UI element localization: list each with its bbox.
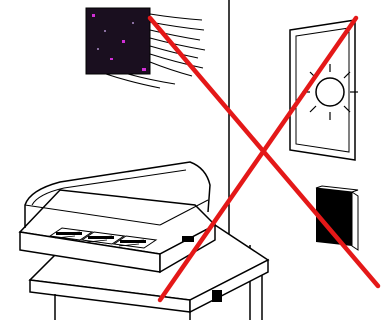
ceiling-vent-icon [86,8,205,88]
refrigerated-display-counter-icon [20,162,268,320]
sunny-window-icon [290,20,358,160]
